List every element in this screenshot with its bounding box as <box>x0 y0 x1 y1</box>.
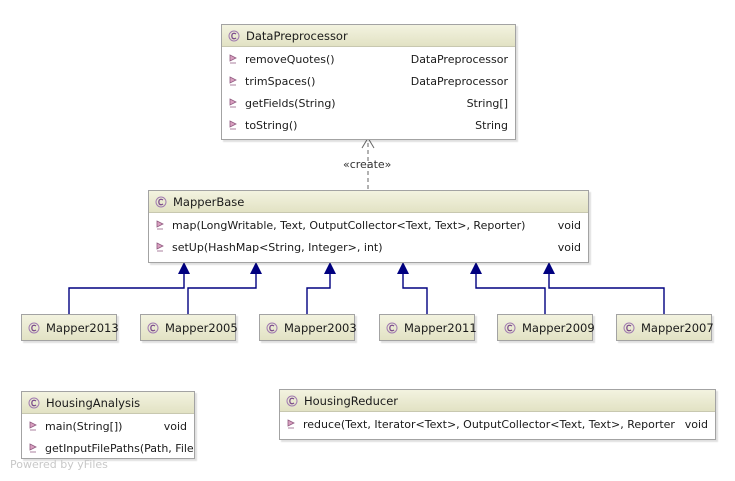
class-dataPreprocessor[interactable]: DataPreprocessor removeQuotes() DataPrep… <box>221 24 516 140</box>
return-type: void <box>557 240 581 254</box>
method-row[interactable]: map(LongWritable, Text, OutputCollector<… <box>149 214 588 236</box>
method-name: map(LongWritable, Text, OutputCollector<… <box>172 218 526 232</box>
return-type: String[] <box>466 96 508 110</box>
return-type: void <box>684 417 708 431</box>
inheritance-arrowhead <box>543 262 555 274</box>
method-icon <box>228 53 238 65</box>
inheritance-edge-mapper2009 <box>475 270 546 314</box>
class-header: HousingReducer <box>280 390 715 412</box>
inheritance-arrowhead <box>178 262 190 274</box>
inheritance-edge-mapper2003 <box>306 270 331 314</box>
inheritance-edge-mapper2013 <box>68 270 185 314</box>
method-row[interactable]: setUp(HashMap<String, Integer>, int) voi… <box>149 236 588 258</box>
class-mapper2013[interactable]: Mapper2013 <box>21 314 119 341</box>
method-icon <box>155 241 165 253</box>
method-row[interactable]: removeQuotes() DataPreprocessor <box>222 48 515 70</box>
method-icon <box>286 418 296 430</box>
class-name: Mapper2011 <box>404 320 477 335</box>
method-icon <box>228 97 238 109</box>
class-icon <box>386 322 398 334</box>
method-name: reduce(Text, Iterator<Text>, OutputColle… <box>303 417 675 431</box>
class-housingReducer[interactable]: HousingReducer reduce(Text, Iterator<Tex… <box>279 389 716 440</box>
return-type: String <box>475 118 508 132</box>
method-row[interactable]: toString() String <box>222 114 515 136</box>
method-icon <box>228 119 238 131</box>
class-icon <box>266 322 278 334</box>
method-name: trimSpaces() <box>245 74 316 88</box>
method-name: setUp(HashMap<String, Integer>, int) <box>172 240 383 254</box>
class-name: MapperBase <box>173 194 245 209</box>
inheritance-arrowhead <box>324 262 336 274</box>
class-icon <box>504 322 516 334</box>
method-row[interactable]: main(String[]) void <box>22 415 194 437</box>
class-name: DataPreprocessor <box>246 28 348 43</box>
class-name: Mapper2013 <box>46 320 119 335</box>
class-mapper2005[interactable]: Mapper2005 <box>140 314 238 341</box>
inheritance-edge-mapper2005 <box>187 270 257 314</box>
class-header: DataPreprocessor <box>222 25 515 47</box>
class-icon <box>28 322 40 334</box>
create-stereotype-label: «create» <box>343 158 392 171</box>
class-icon <box>286 395 298 407</box>
class-name: HousingAnalysis <box>46 395 141 410</box>
class-mapper2011[interactable]: Mapper2011 <box>379 314 477 341</box>
method-icon <box>28 420 38 432</box>
return-type: void <box>557 218 581 232</box>
class-header: HousingAnalysis <box>22 392 194 414</box>
class-icon <box>623 322 635 334</box>
class-name: Mapper2005 <box>165 320 238 335</box>
return-type: DataPreprocessor <box>410 74 508 88</box>
return-type: void <box>163 419 187 433</box>
class-icon <box>228 30 240 42</box>
inheritance-edge-mapper2007 <box>548 270 665 314</box>
method-name: removeQuotes() <box>245 52 335 66</box>
inheritance-arrowhead <box>250 262 262 274</box>
method-row[interactable]: getFields(String) String[] <box>222 92 515 114</box>
class-icon <box>28 397 40 409</box>
class-name: Mapper2003 <box>284 320 357 335</box>
class-name: Mapper2009 <box>522 320 595 335</box>
method-row[interactable]: trimSpaces() DataPreprocessor <box>222 70 515 92</box>
inheritance-edge-mapper2011 <box>402 270 428 314</box>
class-mapper2003[interactable]: Mapper2003 <box>259 314 357 341</box>
method-icon <box>155 219 165 231</box>
method-icon <box>28 442 38 454</box>
class-icon <box>147 322 159 334</box>
method-name: toString() <box>245 118 298 132</box>
method-row[interactable]: getInputFilePaths(Path, FileSystem) <box>22 437 194 458</box>
method-name: main(String[]) <box>45 419 123 433</box>
class-name: HousingReducer <box>304 393 399 408</box>
class-mapper2009[interactable]: Mapper2009 <box>497 314 595 341</box>
inheritance-arrowhead <box>397 262 409 274</box>
class-housingAnalysis[interactable]: HousingAnalysis main(String[]) void getI… <box>21 391 195 459</box>
class-mapper2007[interactable]: Mapper2007 <box>616 314 714 341</box>
method-name: getInputFilePaths(Path, FileSystem) <box>45 441 194 455</box>
class-header: MapperBase <box>149 191 588 213</box>
watermark: Powered by yFiles <box>10 458 108 471</box>
class-mapperBase[interactable]: MapperBase map(LongWritable, Text, Outpu… <box>148 190 589 263</box>
method-row[interactable]: reduce(Text, Iterator<Text>, OutputColle… <box>280 413 715 435</box>
inheritance-arrowhead <box>470 262 482 274</box>
class-name: Mapper2007 <box>641 320 714 335</box>
class-icon <box>155 196 167 208</box>
method-icon <box>228 75 238 87</box>
method-name: getFields(String) <box>245 96 336 110</box>
return-type: DataPreprocessor <box>410 52 508 66</box>
